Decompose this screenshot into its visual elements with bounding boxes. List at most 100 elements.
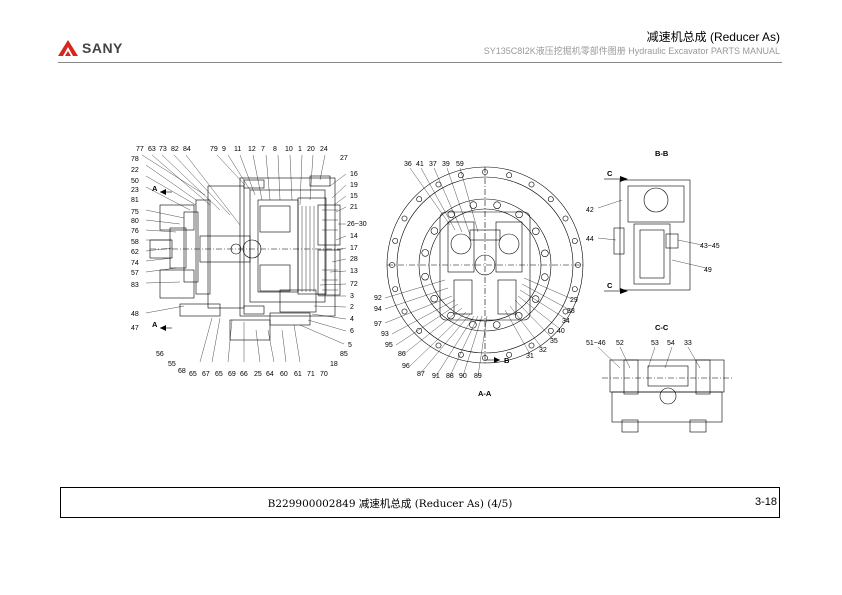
callout-main-12: 1 [298, 146, 302, 153]
callout-main-33: 15 [350, 193, 358, 200]
callout-main-35: 26~30 [347, 221, 367, 228]
callout-main-46: 85 [340, 351, 348, 358]
callout-main-5: 79 [210, 146, 218, 153]
callout-main-28: 83 [131, 282, 139, 289]
callout-main-51: 60 [280, 371, 288, 378]
callout-A-A-23: 29 [570, 297, 578, 304]
callout-main-27: 57 [131, 270, 139, 277]
callout-main-45: 5 [348, 342, 352, 349]
callout-A-A-1: 41 [416, 161, 424, 168]
callout-A-A-15: 90 [459, 373, 467, 380]
callout-main-10: 8 [273, 146, 277, 153]
callout-B-B-0: 42 [586, 207, 594, 214]
callout-C-C-3: 54 [667, 340, 675, 347]
callout-main-8: 12 [248, 146, 256, 153]
brand-name: SANY [82, 40, 123, 56]
callout-main-22: 80 [131, 218, 139, 225]
callout-main-47: 18 [330, 361, 338, 368]
callout-main-58: 65 [189, 371, 197, 378]
callout-main-25: 62 [131, 249, 139, 256]
callout-main-31: 16 [350, 171, 358, 178]
callout-main-61: 56 [156, 351, 164, 358]
callout-A-A-3: 39 [442, 161, 450, 168]
callout-main-57: 67 [202, 371, 210, 378]
footer-caption: B229900002849 减速机总成 (Reducer As) (4/5) [267, 498, 513, 510]
page-subtitle: SY135C8I2K液压挖掘机零部件图册 Hydraulic Excavator… [483, 46, 780, 56]
callout-main-20: 81 [131, 197, 139, 204]
callout-C-C-1: 52 [616, 340, 624, 347]
callout-main-30: 47 [131, 325, 139, 332]
callout-main-21: 75 [131, 209, 139, 216]
section-b-b-view [597, 176, 707, 294]
callout-main-59: 68 [178, 368, 186, 375]
callout-main-44: 6 [350, 328, 354, 335]
callout-A-A-4: 59 [456, 161, 464, 168]
main-section-view [141, 154, 347, 363]
callout-A-A-13: 91 [432, 373, 440, 380]
callout-main-41: 3 [350, 293, 354, 300]
callout-main-24: 58 [131, 239, 139, 246]
sany-logo: SANY [58, 40, 123, 56]
section-mark-a-bottom: A [152, 320, 158, 329]
sany-logo-mark [58, 40, 78, 56]
callout-main-0: 77 [136, 146, 144, 153]
callout-B-B-2: 43~45 [700, 243, 720, 250]
callout-main-42: 2 [350, 304, 354, 311]
callout-main-26: 74 [131, 260, 139, 267]
callout-main-34: 21 [350, 204, 358, 211]
callout-main-6: 9 [222, 146, 226, 153]
callout-main-48: 70 [320, 371, 328, 378]
label-c-c: C-C [655, 323, 669, 332]
section-mark-b: B [504, 356, 510, 365]
page-title: 减速机总成 (Reducer As) [646, 30, 780, 44]
callout-main-40: 72 [350, 281, 358, 288]
callout-main-39: 13 [350, 268, 358, 275]
footer-box: B229900002849 减速机总成 (Reducer As) (4/5) 3… [60, 487, 780, 518]
callout-A-A-17: 31 [526, 353, 534, 360]
callout-A-A-11: 96 [402, 363, 410, 370]
callout-A-A-16: 89 [474, 373, 482, 380]
callout-A-A-9: 95 [385, 342, 393, 349]
callout-C-C-2: 53 [651, 340, 659, 347]
callout-main-17: 22 [131, 167, 139, 174]
callout-main-56: 65 [215, 371, 223, 378]
callout-main-60: 55 [168, 361, 176, 368]
callout-A-A-20: 40 [557, 328, 565, 335]
callout-A-A-18: 32 [539, 347, 547, 354]
callout-A-A-8: 93 [381, 331, 389, 338]
callout-main-53: 25 [254, 371, 262, 378]
callout-main-49: 71 [307, 371, 315, 378]
header-rule [58, 62, 782, 63]
label-a-a: A-A [478, 389, 492, 398]
callout-main-38: 28 [350, 256, 358, 263]
label-b-b: B-B [655, 149, 669, 158]
callout-main-43: 4 [350, 316, 354, 323]
callout-main-14: 24 [320, 146, 328, 153]
callout-main-32: 19 [350, 182, 358, 189]
callout-main-23: 76 [131, 228, 139, 235]
callout-C-C-4: 33 [684, 340, 692, 347]
callout-B-B-3: 49 [704, 267, 712, 274]
callout-main-29: 48 [131, 311, 139, 318]
callout-A-A-19: 35 [550, 338, 558, 345]
callout-A-A-7: 97 [374, 321, 382, 328]
section-a-a-view [384, 166, 584, 377]
callout-A-A-5: 92 [374, 295, 382, 302]
page-number: 3-18 [754, 496, 777, 508]
callout-main-36: 14 [350, 233, 358, 240]
callout-main-11: 10 [285, 146, 293, 153]
callout-main-13: 20 [307, 146, 315, 153]
callout-main-52: 64 [266, 371, 274, 378]
callout-A-A-0: 36 [404, 161, 412, 168]
callout-main-19: 23 [131, 187, 139, 194]
callout-A-A-21: 34 [562, 318, 570, 325]
callout-main-15: 27 [340, 155, 348, 162]
callout-A-A-12: 87 [417, 371, 425, 378]
callout-main-1: 63 [148, 146, 156, 153]
callout-main-50: 61 [294, 371, 302, 378]
callout-main-37: 17 [350, 245, 358, 252]
callout-A-A-6: 94 [374, 306, 382, 313]
callout-main-7: 11 [234, 146, 241, 153]
